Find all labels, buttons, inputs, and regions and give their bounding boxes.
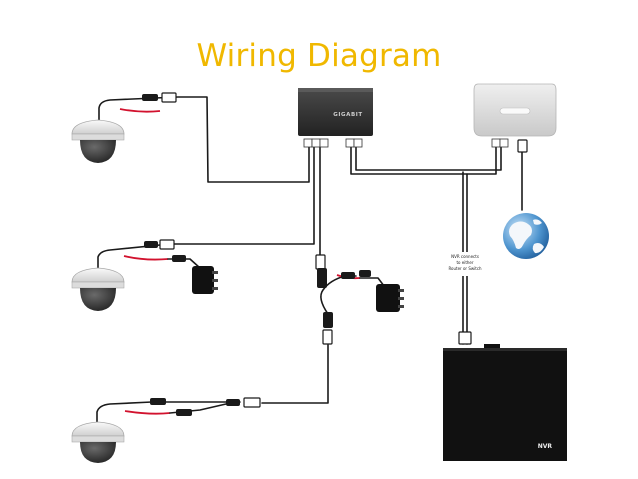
cable-splitter-camera3 xyxy=(261,344,329,404)
power-adapter xyxy=(376,284,404,312)
nvr-recorder: NVR xyxy=(443,344,567,461)
note-line-2: to either xyxy=(456,260,473,265)
rj45-connector xyxy=(315,254,326,270)
barrel-connector xyxy=(176,409,192,416)
cable-camera3-lead xyxy=(96,401,241,425)
barrel-connector xyxy=(172,255,186,262)
power-cord-splitter xyxy=(359,277,385,287)
power-adapter xyxy=(192,266,218,294)
barrel-connector xyxy=(359,270,371,277)
dome-camera-1 xyxy=(71,119,125,163)
barrel-connector xyxy=(226,399,240,406)
rj45-connector xyxy=(161,92,177,103)
network-switch: GIGABIT xyxy=(298,88,373,148)
cable-switch-router-b xyxy=(355,144,502,171)
cable-camera2-switch xyxy=(97,144,315,269)
cable-camera1-switch xyxy=(98,96,310,183)
nvr-label: NVR xyxy=(538,443,553,450)
switch-brand: GIGABIT xyxy=(333,112,363,118)
note-line-1: NVR connects xyxy=(451,254,479,259)
power-lead-camera2 xyxy=(123,255,169,261)
router-ports xyxy=(491,138,509,148)
globe-icon xyxy=(503,213,549,259)
cable-switch-router xyxy=(350,144,497,175)
diagram-title: Wiring Diagram xyxy=(196,38,442,74)
dome-camera-2 xyxy=(71,267,125,311)
connectors xyxy=(142,92,528,416)
router xyxy=(473,83,557,148)
barrel-connector xyxy=(142,94,158,101)
barrel-connector xyxy=(144,241,158,248)
barrel-connector xyxy=(150,398,166,405)
rj45-connector xyxy=(458,331,472,345)
power-lead-camera3 xyxy=(124,410,171,415)
dome-camera-3 xyxy=(71,421,125,463)
rj45-connector xyxy=(322,329,333,345)
splitter-body xyxy=(323,312,333,328)
rj45-connector xyxy=(243,397,261,408)
nvr-connection-note: NVR connects to either Router or Switch xyxy=(447,252,483,276)
note-line-3: Router or Switch xyxy=(448,266,482,271)
rj45-connector xyxy=(517,139,528,153)
switch-ports xyxy=(303,138,363,148)
splitter-body xyxy=(317,268,327,288)
power-lead-camera1 xyxy=(119,108,161,113)
barrel-connector xyxy=(341,272,355,279)
rj45-connector xyxy=(159,239,175,250)
